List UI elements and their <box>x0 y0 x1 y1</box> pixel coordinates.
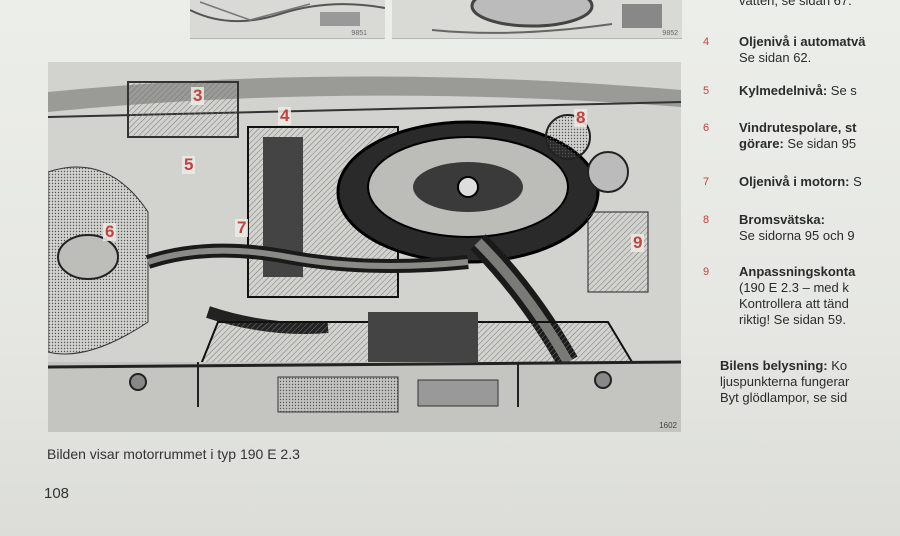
engine-bay-illustration: 3 4 5 6 7 8 9 1602 <box>48 62 681 432</box>
legend-text: Bromsvätska:Se sidorna 95 och 9 <box>739 212 855 243</box>
top-illustration-right-drawing <box>431 0 662 34</box>
legend-top-fragment-text: vatten, se sidan 67. <box>739 0 852 8</box>
figure-caption: Bilden visar motorrummet i typ 190 E 2.3 <box>47 446 300 462</box>
callout-5: 5 <box>182 155 196 174</box>
callout-4: 4 <box>278 106 292 125</box>
lighting-paragraph: Bilens belysning: Ko ljuspunkterna funge… <box>720 358 850 405</box>
legend-number: 8 <box>703 214 710 226</box>
legend-text: Oljenivå i motorn: S <box>739 174 862 189</box>
callout-8: 8 <box>574 108 588 127</box>
page-number: 108 <box>44 485 70 502</box>
top-illustration-left: 9851 <box>190 0 385 39</box>
top-illustration-right: 9852 <box>392 0 682 39</box>
legend-number: 9 <box>703 266 710 278</box>
legend-number: 7 <box>703 176 710 188</box>
top-illustration-right-number: 9852 <box>662 30 678 37</box>
legend-column: vatten, se sidan 67. 4 Oljenivå i automa… <box>703 0 900 430</box>
legend-number: 5 <box>703 85 710 97</box>
callout-3: 3 <box>191 86 205 105</box>
illustration-number: 1602 <box>659 421 677 430</box>
callout-6: 6 <box>103 222 117 241</box>
top-illustration-left-drawing <box>190 1 385 26</box>
callout-9: 9 <box>631 233 645 252</box>
top-illustration-left-number: 9851 <box>351 30 367 37</box>
callout-7: 7 <box>235 218 249 237</box>
engine-bay-drawing <box>48 62 681 432</box>
legend-number: 4 <box>703 36 710 48</box>
legend-number: 6 <box>703 122 710 134</box>
legend-text: Kylmedelnivå: Se s <box>739 83 857 98</box>
